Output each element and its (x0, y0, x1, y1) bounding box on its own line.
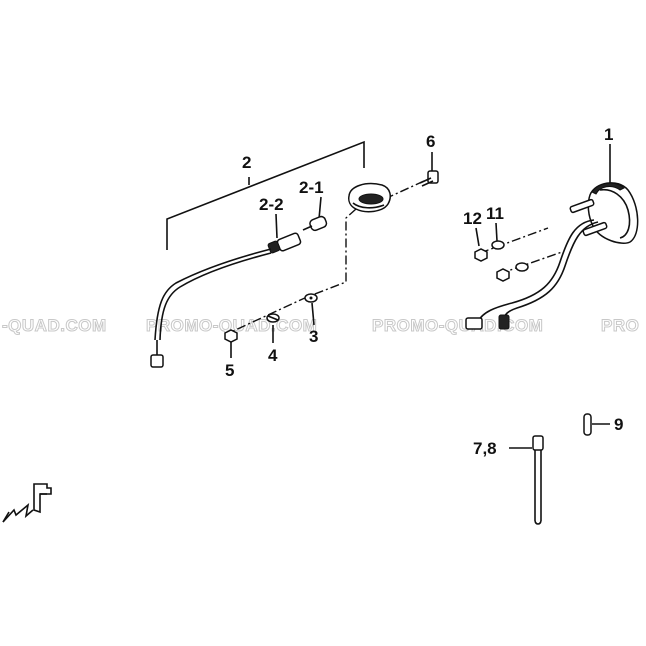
callout-2-1: 2-1 (299, 178, 324, 197)
watermark-text: PRO (601, 316, 639, 335)
callout-5: 5 (225, 361, 234, 380)
assembly-lines (230, 180, 563, 333)
callout-1: 1 (604, 125, 613, 144)
leader-lines (230, 144, 611, 449)
washer-11 (491, 240, 529, 272)
washer-3 (304, 293, 318, 303)
bulb (302, 215, 328, 232)
watermark-text: PROMO-QUAD.COM (372, 316, 543, 335)
front-arrow-icon (2, 483, 52, 523)
callout-9: 9 (614, 415, 623, 434)
callout-3: 3 (309, 327, 318, 346)
tail-light (569, 182, 639, 244)
nut-5 (224, 329, 238, 343)
watermark-layer: -QUAD.COM PROMO-QUAD.COM PROMO-QUAD.COM … (2, 316, 640, 336)
license-lamp-housing (348, 182, 391, 213)
bolt (419, 170, 439, 187)
watermark-text: -QUAD.COM (2, 316, 107, 335)
callout-2-2: 2-2 (259, 195, 284, 214)
nut-12 (474, 248, 510, 282)
pin (583, 413, 592, 436)
callout-7-8: 7,8 (473, 439, 497, 458)
callout-11: 11 (486, 204, 504, 223)
socket-harness (150, 232, 302, 368)
callout-2: 2 (242, 153, 251, 172)
assembly-2-bracket (166, 140, 365, 250)
callout-12: 12 (463, 209, 482, 228)
callout-4: 4 (268, 346, 278, 365)
cable-tie (532, 435, 544, 525)
tail-light-wiring (465, 219, 599, 330)
callout-6: 6 (426, 132, 435, 151)
spring-washer-4 (266, 313, 280, 323)
